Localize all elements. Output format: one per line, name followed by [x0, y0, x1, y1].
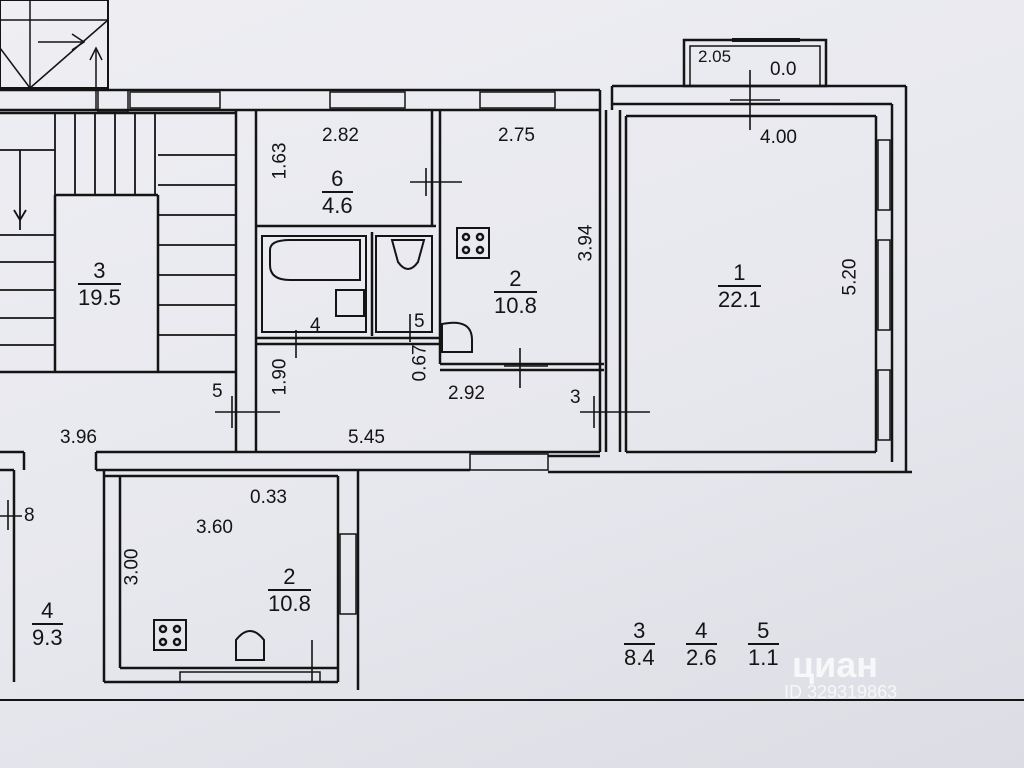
section-mark: 8	[24, 505, 35, 526]
legend-number: 4	[686, 620, 717, 645]
room-number: 1	[718, 262, 761, 287]
legend-item: 5 1.1	[748, 620, 779, 669]
room-2-kitchen-label: 2 10.8	[494, 268, 537, 317]
legend-item: 4 2.6	[686, 620, 717, 669]
room-number: 4	[32, 600, 63, 625]
room-area: 10.8	[494, 293, 537, 318]
room-area: 22.1	[718, 287, 761, 312]
dim-label: 2.05	[698, 47, 732, 66]
dim-label: 2.92	[448, 383, 485, 404]
dim-label: 5.45	[348, 427, 385, 448]
room-6-label: 6 4.6	[322, 168, 353, 217]
section-mark: 5	[414, 311, 425, 332]
dim-label: 1.63	[269, 142, 291, 180]
dim-label: 2.82	[322, 125, 359, 146]
room-area: 4.6	[322, 193, 353, 218]
room-stairs-label: 3 19.5	[78, 260, 121, 309]
legend-item: 3 8.4	[624, 620, 655, 669]
room-area: 19.5	[78, 285, 121, 310]
dim-label: 3.00	[121, 548, 143, 586]
legend-area: 2.6	[686, 645, 717, 670]
room-4-label: 4 9.3	[32, 600, 63, 649]
room-number: 3	[78, 260, 121, 285]
dim-label: 3.94	[575, 224, 597, 262]
room-1-label: 1 22.1	[718, 262, 761, 311]
dim-label: 1.90	[269, 358, 291, 396]
dim-label: 0.33	[250, 487, 287, 508]
room-number: 2	[494, 268, 537, 293]
room-area: 10.8	[268, 591, 311, 616]
legend-area: 8.4	[624, 645, 655, 670]
section-mark: 5	[212, 381, 223, 402]
legend-area: 1.1	[748, 645, 779, 670]
section-mark: 4	[310, 315, 321, 336]
room-area: 9.3	[32, 625, 63, 650]
room-2-lower-label: 2 10.8	[268, 566, 311, 615]
legend-number: 3	[624, 620, 655, 645]
watermark-logo: циан	[792, 644, 879, 685]
dim-label: 4.00	[760, 127, 797, 148]
dim-label: 3.60	[196, 517, 233, 538]
dim-label: 0.0	[770, 59, 797, 80]
dim-label: 2.75	[498, 125, 535, 146]
room-number: 6	[322, 168, 353, 193]
watermark-id: ID 329319863	[784, 682, 898, 702]
dim-label: 3.96	[60, 427, 97, 448]
room-number: 2	[268, 566, 311, 591]
legend-number: 5	[748, 620, 779, 645]
section-mark: 3	[570, 387, 581, 408]
dim-label: 5.20	[839, 258, 861, 296]
dim-label: 0.67	[409, 344, 431, 382]
